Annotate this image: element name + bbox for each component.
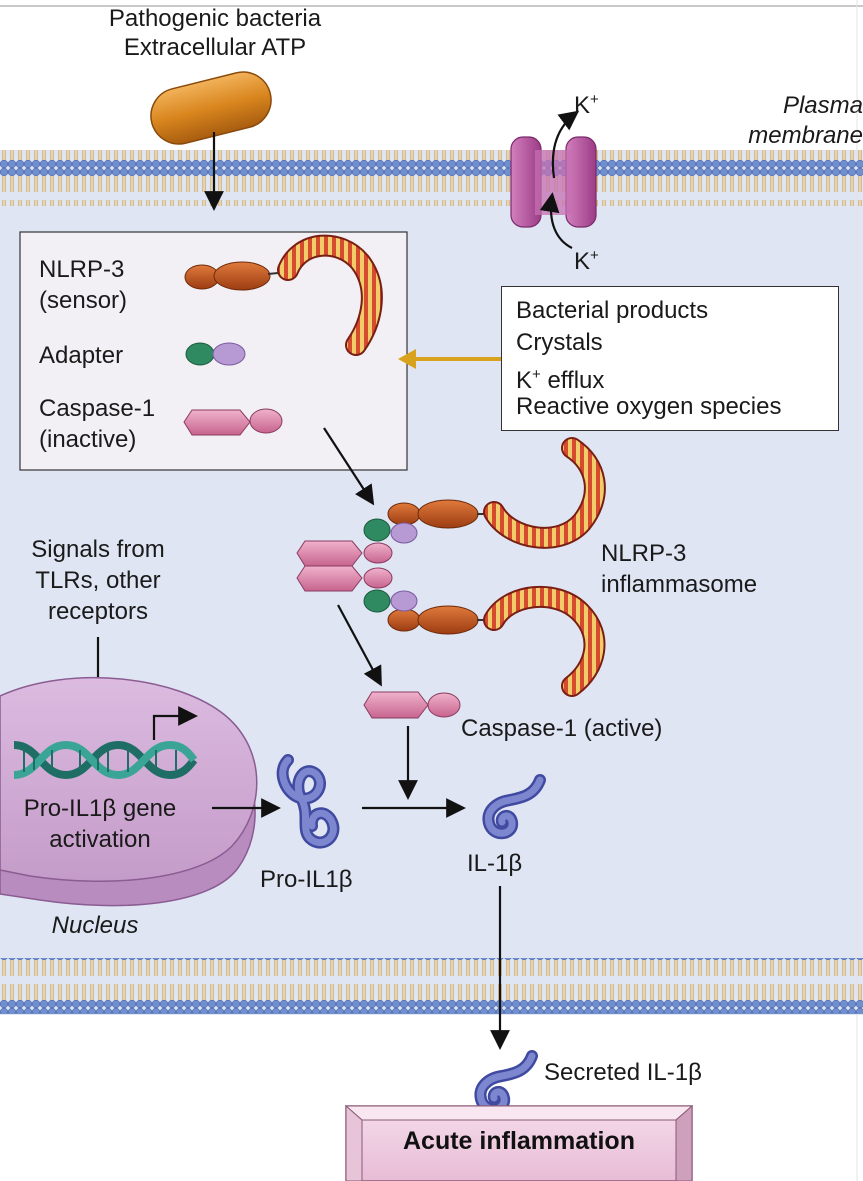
efflux-word: efflux xyxy=(547,367,605,394)
membrane-label-line-1: Plasma xyxy=(782,92,863,119)
k-ion-in-label: K+ xyxy=(574,247,599,275)
gene-activation-line-1: Pro-IL1β gene xyxy=(23,795,177,822)
secreted-il1b-label: Secreted IL-1β xyxy=(544,1059,702,1086)
trigger-item-k-efflux: K+ efflux xyxy=(516,359,604,396)
adapter-label: Adapter xyxy=(39,342,124,369)
signals-line-2: TLRs, other xyxy=(35,567,161,594)
pro-il1b-icon xyxy=(276,754,340,849)
trigger-item-bacterial: Bacterial products xyxy=(516,297,709,324)
outcome-box-shape xyxy=(344,1104,694,1181)
acute-inflammation-label: Acute inflammation xyxy=(403,1127,635,1155)
trigger-item-crystals: Crystals xyxy=(516,329,603,356)
efflux-ion-charge: + xyxy=(532,366,541,383)
k-ion-out-label: K+ xyxy=(574,91,599,119)
nucleus-label: Nucleus xyxy=(51,912,139,939)
stimulus-line-1: Pathogenic bacteria xyxy=(108,5,322,32)
membrane-label-line-2: membrane xyxy=(748,122,863,149)
caspase-active-icon xyxy=(363,691,461,719)
nlrp3-sensor-icon xyxy=(184,234,383,356)
dna-helix-icon xyxy=(13,706,198,780)
caspase-state: (inactive) xyxy=(39,426,137,453)
potassium-channel-icon xyxy=(510,110,597,249)
trigger-factors-box: Bacterial products Crystals K+ efflux Re… xyxy=(501,286,839,431)
plasma-membrane-top xyxy=(0,150,863,206)
acute-inflammation-box: Acute inflammation xyxy=(346,1106,692,1181)
sensor-name: NLRP-3 xyxy=(39,256,125,283)
caspase-name: Caspase-1 xyxy=(39,395,156,422)
il1b-icon xyxy=(482,774,546,840)
signals-line-1: Signals from xyxy=(31,536,165,563)
inflammasome-complex-icon xyxy=(296,437,606,697)
k-ion-in-charge: + xyxy=(590,247,599,264)
bacteria-rod-icon xyxy=(150,71,272,145)
signals-line-3: receptors xyxy=(47,598,149,625)
inflammasome-label-line-1: NLRP-3 xyxy=(601,540,687,567)
il1b-label: IL-1β xyxy=(467,850,523,877)
caspase-inactive-icon xyxy=(183,408,283,436)
gene-activation-line-2: activation xyxy=(49,826,151,853)
adapter-icon xyxy=(185,342,246,366)
inflammasome-label-line-2: inflammasome xyxy=(601,571,758,598)
nucleus-icon xyxy=(0,676,258,907)
pro-il1b-label: Pro-IL1β xyxy=(260,866,353,893)
k-ion-out-charge: + xyxy=(590,91,599,108)
plasma-membrane-bottom xyxy=(0,958,863,1014)
trigger-item-ros: Reactive oxygen species xyxy=(516,393,782,420)
caspase-active-label: Caspase-1 (active) xyxy=(461,715,663,742)
efflux-ion: K xyxy=(516,367,533,394)
secreted-il1b-icon xyxy=(474,1050,538,1116)
sensor-role: (sensor) xyxy=(39,287,128,314)
stimulus-line-2: Extracellular ATP xyxy=(123,34,307,61)
